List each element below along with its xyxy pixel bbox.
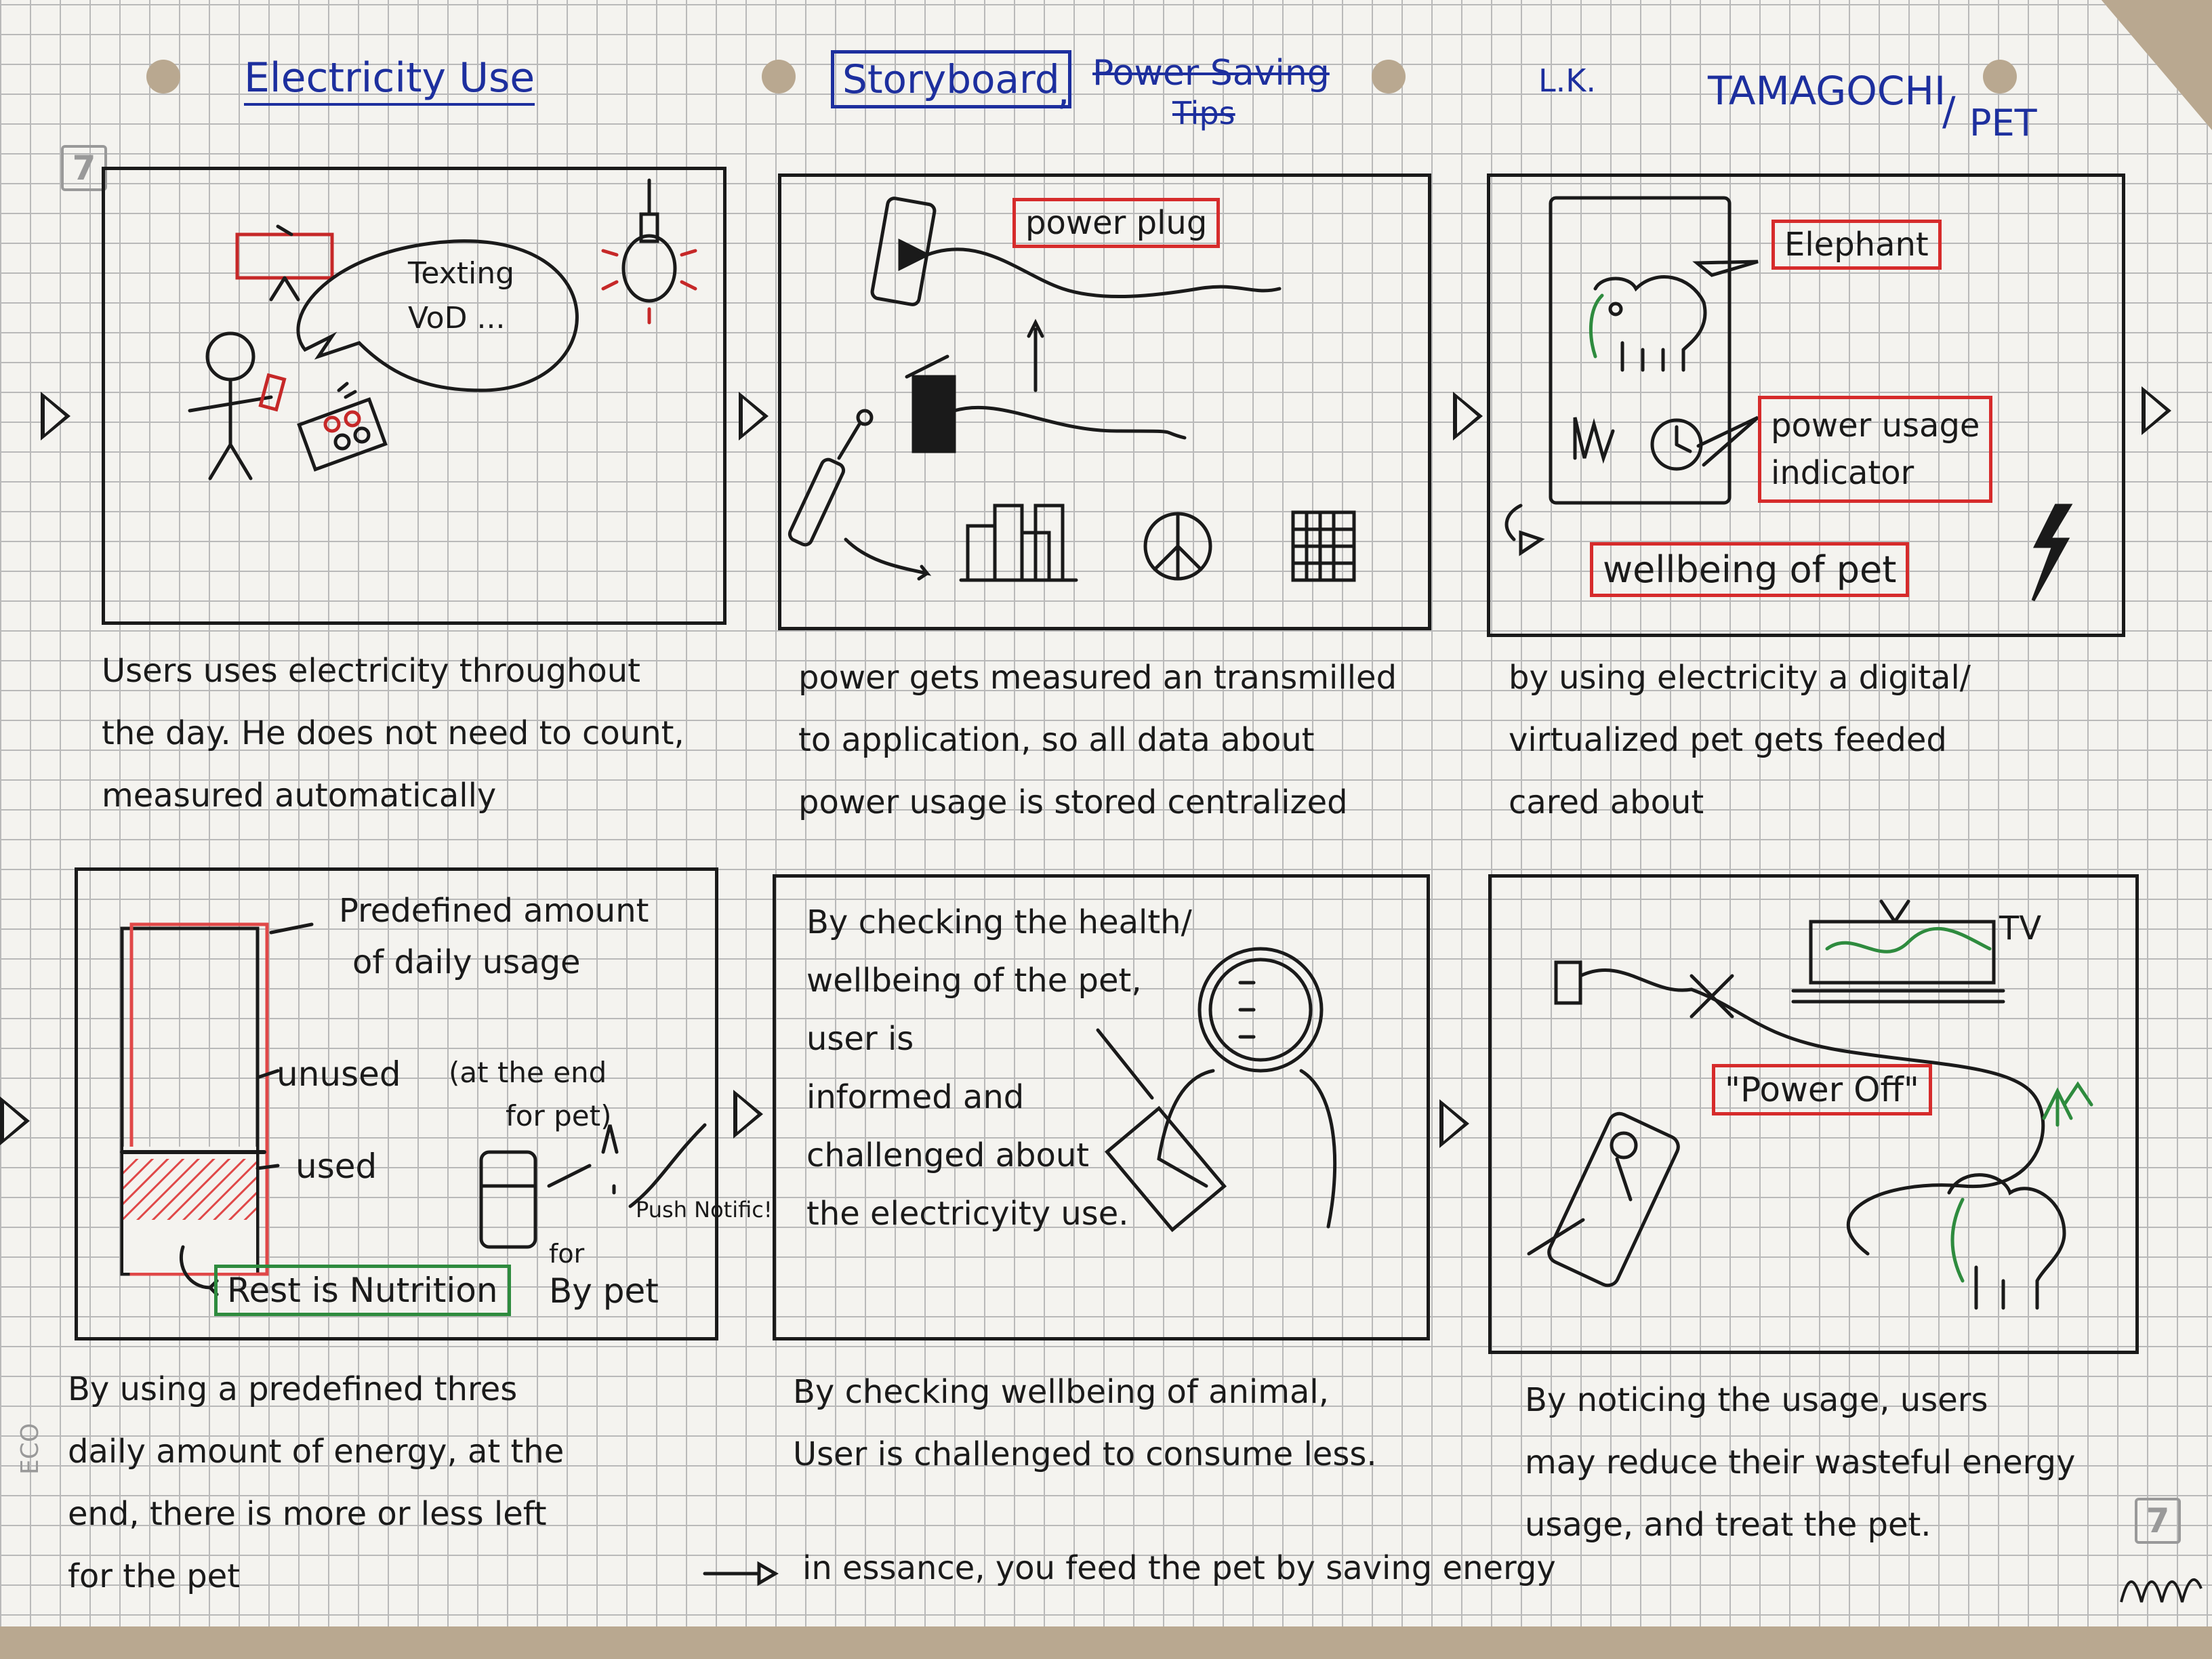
concept-slash: / [1942,88,1956,134]
caption-line: By using a predefined thres [68,1370,518,1408]
panel-5-line: wellbeing of the pet, [806,962,1142,1000]
caption-line: the day. He does not need to count, [102,714,684,752]
rest-is-nutrition-label: Rest is Nutrition [214,1265,511,1316]
power-usage-indicator-label: power usage indicator [1758,396,1993,503]
page-title: Electricity Use [244,54,535,106]
flow-arrow-icon [1439,1099,1469,1148]
for-text: for [549,1239,585,1269]
storyboard-label: Storyboard [831,50,1071,108]
caption-line: by using electricity a digital/ [1509,659,1971,697]
signature-scribble [2120,1578,2203,1603]
flow-arrow-icon [0,1097,30,1145]
wellbeing-label: wellbeing of pet [1590,542,1910,597]
flow-arrow-icon [41,392,70,441]
pet-label: PET [1969,102,2037,144]
author-initials: L.K. [1538,62,1597,99]
panel-2-sketch [787,197,1356,582]
binder-hole [1372,60,1406,94]
elephant-label: Elephant [1771,220,1942,270]
panel-5-text: By checking the health/ wellbeing of the… [806,893,1192,1243]
predefined-amount-text: Predefined amount [339,892,649,930]
panel-4-sketch [120,922,707,1296]
panel-5-line: informed and [806,1078,1025,1116]
essence-note: in essance, you feed the pet by saving e… [802,1549,1556,1587]
used-label: used [295,1147,377,1186]
speech-bubble-text: Texting [408,256,515,291]
caption-line: usage, and treat the pet. [1525,1506,1931,1544]
indicator-label-line: power usage [1771,407,1980,445]
by-pet-text: By pet [549,1271,659,1311]
panel-5-line: the electricyity use. [806,1195,1129,1233]
tv-label: TV [1999,909,2042,947]
caption-line: end, there is more or less left [68,1495,547,1533]
brand-logo: 7 [2135,1498,2181,1544]
caption-line: power usage is stored centralized [798,783,1348,821]
caption-line: By checking wellbeing of animal, [793,1373,1330,1411]
flow-arrow-icon [739,392,769,441]
panel-5-sketch [1096,947,1337,1233]
flow-arrow-icon [1453,392,1483,441]
separator-comma: , [1057,68,1070,114]
panel-2-caption: power gets measured an transmilled to ap… [798,647,1397,834]
panel-5-frame [773,874,1430,1340]
panel-6-caption: By noticing the usage, users may reduce … [1525,1369,2075,1556]
for-pet-text: for pet) [506,1099,612,1132]
panel-3-caption: by using electricity a digital/ virtuali… [1509,647,1971,834]
binder-hole [1983,60,2017,94]
panel-1-frame [102,167,726,625]
panel-4-caption: By using a predefined thres daily amount… [68,1358,564,1607]
panel-1-caption: Users uses electricity throughout the da… [102,640,684,827]
power-plug-label: power plug [1012,198,1221,248]
binder-hole [762,60,796,94]
crossed-out-subtitle: Power Saving [1092,53,1330,94]
unused-label: unused [276,1054,401,1094]
flow-arrow-icon [2142,386,2171,435]
binder-hole [146,60,180,94]
caption-line: User is challenged to consume less. [793,1435,1377,1473]
footer-arrow-icon [703,1561,779,1586]
panel-5-line: By checking the health/ [806,903,1192,941]
power-off-label: "Power Off" [1712,1064,1932,1115]
caption-line: to application, so all data about [798,721,1315,759]
panel-5-line: user is [806,1020,914,1058]
at-end-text: (at the end [449,1056,607,1089]
push-notification-text: Push Notific! [636,1197,773,1223]
caption-line: measured automatically [102,777,497,815]
indicator-label-line: indicator [1771,454,1914,492]
panel-1-sketch [188,178,697,480]
caption-line: for the pet [68,1557,241,1595]
panel-6-frame [1488,874,2139,1354]
caption-line: By noticing the usage, users [1525,1381,1988,1419]
caption-line: power gets measured an transmilled [798,659,1397,697]
panel-3-sketch [1504,196,2073,602]
caption-line: may reduce their wasteful energy [1525,1443,2076,1481]
eco-watermark: ECO [16,1422,44,1475]
speech-bubble-text: VoD ... [408,301,506,335]
caption-line: virtualized pet gets feeded [1509,721,1947,759]
caption-line: daily amount of energy, at the [68,1433,565,1471]
daily-usage-text: of daily usage [352,943,581,981]
concept-label: TAMAGOCHI [1708,68,1946,114]
flow-arrow-icon [733,1090,763,1139]
panel-6-sketch [1527,899,2093,1310]
panel-5-line: challenged about [806,1136,1090,1174]
brand-logo: 7 [61,145,107,191]
panel-2-frame [778,173,1431,630]
caption-line: Users uses electricity throughout [102,652,640,690]
crossed-out-tips: Tips [1172,95,1235,131]
panel-3-frame [1487,173,2125,637]
panel-5-caption: By checking wellbeing of animal, User is… [793,1361,1377,1486]
panel-4-frame [75,867,718,1340]
caption-line: cared about [1509,783,1704,821]
